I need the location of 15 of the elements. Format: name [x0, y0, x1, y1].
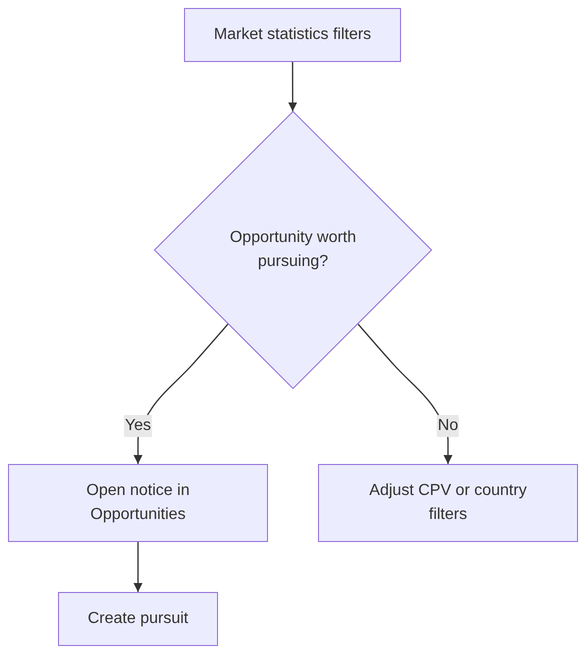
step-label: Adjust CPV or country filters — [368, 481, 528, 525]
process-box — [58, 592, 218, 646]
arrow — [134, 542, 142, 592]
edge-label: Yes — [124, 415, 152, 437]
step-label: Open notice in Opportunities — [85, 481, 191, 525]
process-box — [318, 464, 578, 542]
question-label: Opportunity worth pursuing? — [228, 228, 358, 272]
step-label: Market statistics filters — [214, 25, 372, 45]
edge-label: No — [436, 415, 460, 437]
process-box — [184, 8, 401, 62]
arrow — [358, 324, 452, 464]
process-box — [8, 464, 268, 542]
decision-diamond — [154, 111, 432, 389]
step-label: Create pursuit — [88, 609, 188, 629]
arrow — [288, 62, 298, 112]
